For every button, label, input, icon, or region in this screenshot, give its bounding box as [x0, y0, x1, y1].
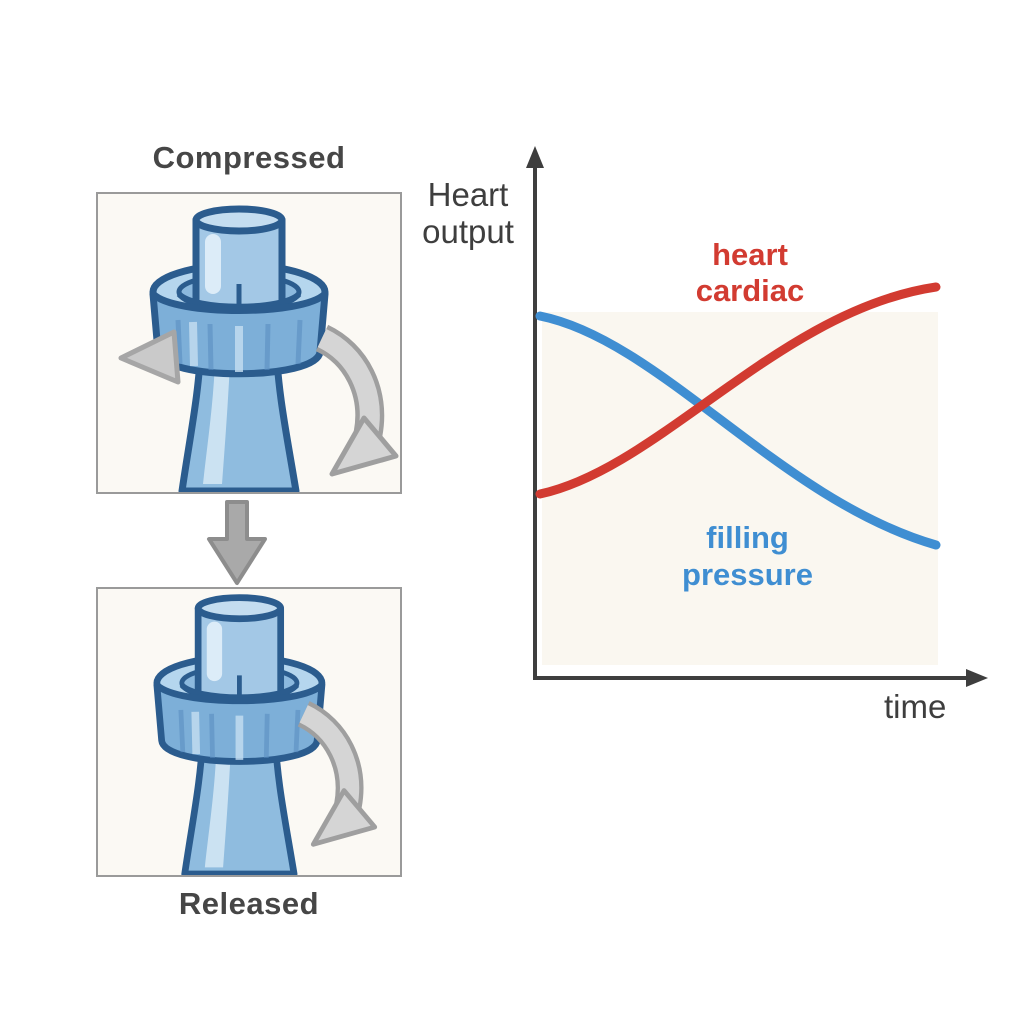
cardiac-output-curve	[535, 282, 941, 499]
heart-output-chart	[526, 146, 988, 687]
x-axis-arrow-icon	[966, 669, 988, 687]
x-axis-label: time	[884, 688, 947, 725]
y-axis-arrow-icon	[526, 146, 544, 168]
bottle-released-illustration	[153, 594, 378, 875]
compressed-panel	[96, 192, 402, 494]
rotate-arrow-icon	[297, 701, 378, 847]
step2-title: Released	[178, 886, 320, 921]
plot-background	[542, 312, 938, 665]
filling-pressure-series-label: filling pressure	[682, 520, 813, 592]
down-arrow-icon	[207, 500, 267, 585]
rotate-arrow-icon	[315, 324, 399, 477]
bottle-compressed-illustration	[118, 205, 399, 492]
cardiac-output-series-label: heart cardiac	[695, 237, 805, 308]
y-axis-label: Heart output	[422, 176, 514, 250]
released-panel	[96, 587, 402, 877]
filling-pressure-curve	[535, 311, 941, 550]
left-arrow-icon	[118, 329, 181, 385]
step1-title: Compressed	[152, 140, 346, 175]
